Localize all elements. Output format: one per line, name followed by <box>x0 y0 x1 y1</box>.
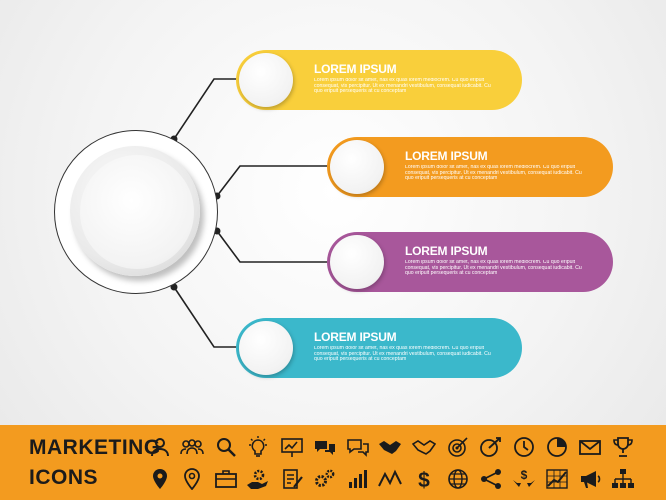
handshake-icon <box>378 436 402 458</box>
banner-title-line2: ICONS <box>29 466 99 489</box>
user-icon <box>148 436 172 458</box>
card-title: LOREM IPSUM <box>314 330 397 344</box>
location-icon <box>180 468 204 491</box>
card-title: LOREM IPSUM <box>314 62 397 76</box>
target-icon <box>446 436 470 458</box>
map-pin-icon <box>148 468 172 490</box>
gears-icon <box>313 468 337 490</box>
svg-text:$: $ <box>418 469 430 490</box>
card-title: LOREM IPSUM <box>405 149 488 163</box>
handshake-outline-icon <box>411 436 437 458</box>
document-pen-icon <box>280 468 304 490</box>
mail-icon <box>578 436 602 458</box>
target-arrow-icon <box>479 436 503 458</box>
briefcase-icon <box>214 468 238 490</box>
chat-icon <box>313 436 337 458</box>
growth-chart-icon <box>545 468 569 490</box>
card-bubble <box>239 53 293 107</box>
presentation-icon <box>280 436 304 458</box>
speech-icon <box>346 436 370 458</box>
card-bubble <box>330 235 384 289</box>
svg-text:$: $ <box>521 468 528 482</box>
card-bubble <box>330 140 384 194</box>
info-card-4: LOREM IPSUM Lorem ipsum dolor sit amet, … <box>236 318 522 378</box>
card-body: Lorem ipsum dolor sit amet, has ex quas … <box>405 260 582 277</box>
clock-icon <box>512 436 536 458</box>
info-card-1: LOREM IPSUM Lorem ipsum dolor sit amet, … <box>236 50 522 110</box>
info-card-2: LOREM IPSUM Lorem ipsum dolor sit amet, … <box>327 137 613 197</box>
search-icon <box>214 436 238 458</box>
trophy-icon <box>611 436 635 458</box>
lightbulb-icon <box>246 436 270 458</box>
hub-core <box>80 155 194 269</box>
bar-chart-icon <box>346 468 370 490</box>
org-chart-icon <box>611 468 635 490</box>
globe-icon <box>446 468 470 490</box>
info-card-3: LOREM IPSUM Lorem ipsum dolor sit amet, … <box>327 232 613 292</box>
card-body: Lorem ipsum dolor sit amet, has ex quas … <box>405 165 582 182</box>
card-body: Lorem ipsum dolor sit amet, has ex quas … <box>314 78 491 95</box>
group-icon <box>180 436 204 458</box>
megaphone-icon <box>578 468 602 490</box>
card-bubble <box>239 321 293 375</box>
zigzag-line-icon <box>378 468 402 490</box>
share-icon <box>479 468 503 490</box>
card-title: LOREM IPSUM <box>405 244 488 258</box>
gear-hand-icon <box>246 468 270 490</box>
dollar-icon: $ <box>412 468 436 492</box>
pie-chart-icon <box>545 436 569 458</box>
banner-title-line1: MARKETING <box>29 436 161 459</box>
card-body: Lorem ipsum dolor sit amet, has ex quas … <box>314 346 491 363</box>
money-hands-icon: $ <box>512 468 536 490</box>
